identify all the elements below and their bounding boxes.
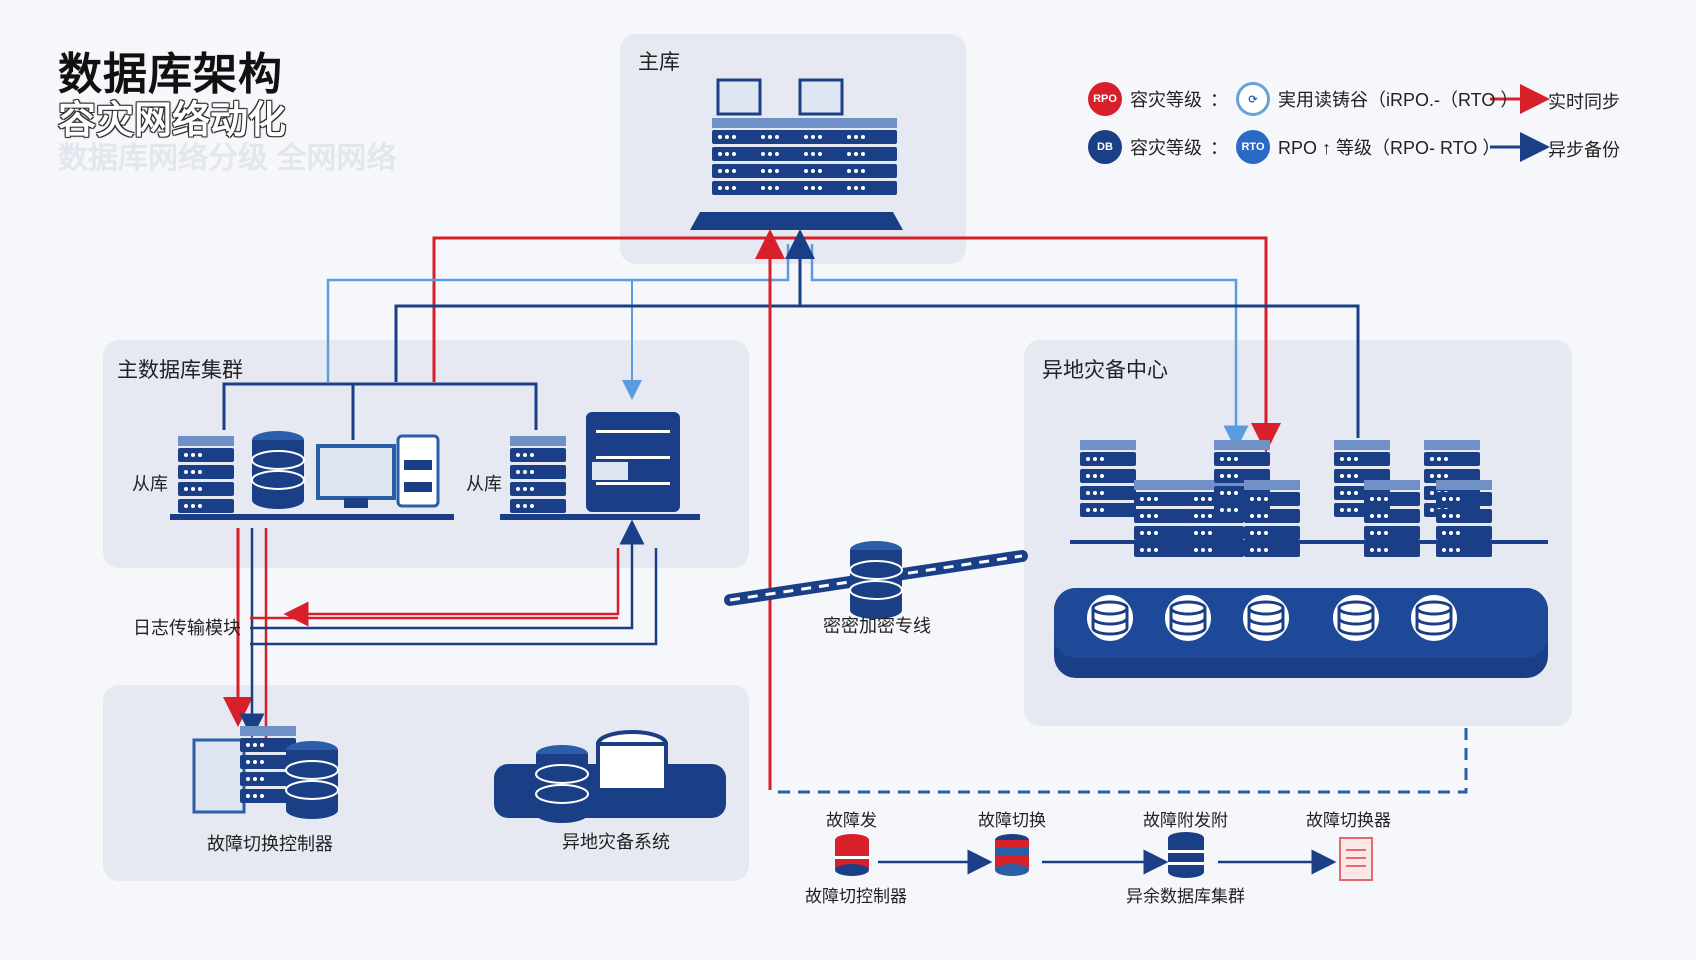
remote-storage-array	[1054, 588, 1548, 678]
legend-row-realtime: RPO 容灾等级 ： ⟳ 実用读铸谷（iRPO.-（RTO ）	[1088, 82, 1518, 116]
rto-badge: RTO	[1236, 130, 1270, 164]
cluster-bus-line	[222, 382, 538, 440]
legend-row-async: DB 容灾等级 ： RTO RPO ↑ 等级（RPO- RTO ）	[1088, 130, 1500, 164]
legend-async-label: 异步备份	[1548, 140, 1620, 160]
remote-dashed-line	[770, 728, 1468, 794]
remote-server-group	[1070, 440, 1548, 557]
flow-database-red-icon	[835, 834, 869, 876]
red-sync-line	[432, 236, 1281, 453]
failover-controller-icon	[192, 726, 339, 820]
log-navy-bus-2	[250, 548, 658, 646]
remote-backup-system-icon	[494, 730, 726, 824]
database-badge-icon: DB	[1088, 130, 1122, 164]
slave-right-label: 从库	[466, 474, 502, 494]
cluster-shelf-left	[170, 514, 454, 520]
flow-database-navy-icon	[1168, 832, 1204, 878]
page-subtitle: 容灾网络动化	[58, 100, 287, 142]
sync-icon: ⟳	[1236, 82, 1270, 116]
legend-level-label: 容灾等级	[1130, 90, 1202, 110]
storage-server-icon	[586, 412, 680, 512]
flow-step-1-bottom: 故障切控制器	[805, 887, 907, 906]
page-title-ghost: 数据库网络分级 全网网络	[58, 142, 397, 175]
legend-level-label: 容灾等级	[1130, 138, 1202, 158]
remote-backup-system-label: 异地灾备系统	[562, 832, 670, 852]
legend-desc: 実用读铸谷（iRPO.-（RTO ）	[1278, 90, 1519, 110]
flow-database-mixed-icon	[995, 834, 1029, 876]
flow-step-2-top: 故障切换	[978, 811, 1046, 830]
page-title: 数据库架构	[58, 50, 283, 99]
encrypted-line-label: 密密加密专线	[823, 616, 931, 636]
lightblue-sync-line	[326, 244, 790, 382]
log-navy-bus	[250, 519, 645, 630]
legend-colon: ：	[1210, 138, 1228, 158]
flow-step-3-bottom: 异余数据库集群	[1126, 887, 1245, 906]
legend-realtime-label: 实时同步	[1548, 92, 1620, 112]
database-icon	[251, 430, 305, 510]
master-panel-title: 主库	[638, 51, 680, 74]
encrypted-database-icon	[849, 540, 903, 620]
flow-step-4-top: 故障切换器	[1306, 811, 1391, 830]
flow-step-3-top: 故障附发附	[1143, 811, 1228, 830]
master-server-icon	[690, 78, 903, 230]
report-icon	[1339, 837, 1373, 881]
cluster-panel-title: 主数据库集群	[117, 359, 243, 382]
flow-step-1-top: 故障发	[826, 811, 877, 830]
title-block: 数据库架构 容灾网络动化 数据库网络分级 全网网络	[58, 50, 396, 176]
failover-controller-label: 故障切换控制器	[207, 834, 333, 854]
remote-panel-title: 异地灾备中心	[1042, 359, 1168, 382]
slave-right-server-icon	[510, 436, 566, 513]
legend-desc: RPO ↑ 等级（RPO- RTO ）	[1278, 138, 1501, 158]
log-module-label: 日志传输模块	[133, 618, 241, 638]
navy-async-line	[394, 304, 1360, 438]
monitor-icon	[316, 434, 440, 508]
slave-left-label: 从库	[132, 474, 168, 494]
slave-left-server-icon	[178, 436, 234, 513]
lightblue-sync-line-right	[810, 244, 1249, 451]
legend-colon: ：	[1210, 90, 1228, 110]
rpo-badge: RPO	[1088, 82, 1122, 116]
log-red-line-left	[264, 528, 620, 750]
cluster-shelf-right	[500, 514, 700, 520]
